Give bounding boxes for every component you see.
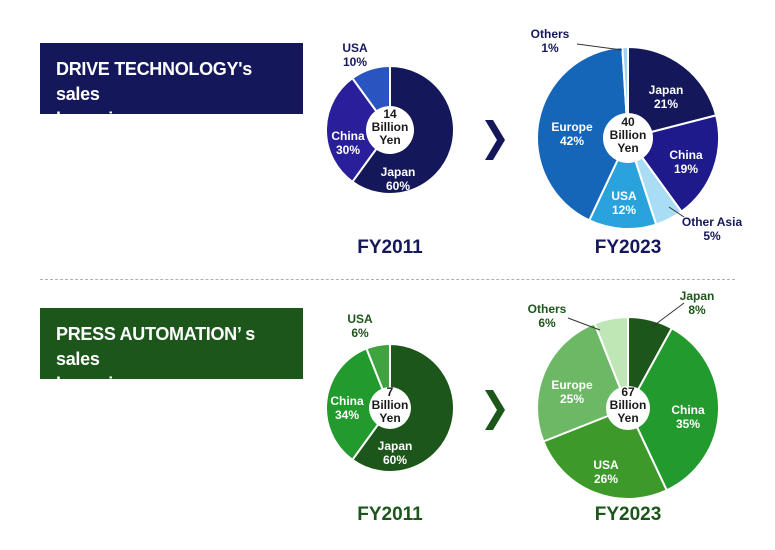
chart-press-fy2023-leader-japan <box>651 302 685 328</box>
chart-press-fy2023-value-usa: 26% <box>594 472 618 486</box>
chart-drive-fy2023-value-europe: 42% <box>560 134 584 148</box>
chart-press-fy2023-slice-china <box>626 326 720 492</box>
chevron-right-icon-drive <box>485 120 505 160</box>
chart-drive-fy2023-total-line1: 40 <box>621 115 635 129</box>
chart-drive-fy2023-value-others: 1% <box>541 41 559 55</box>
chart-press-fy2011-total-line3: Yen <box>379 411 400 425</box>
chart-press-fy2023-slice-usa <box>542 406 669 500</box>
chart-drive-fy2011-label-japan: Japan <box>381 165 416 179</box>
chart-press-fy2011-label-usa: USA <box>347 312 373 326</box>
chart-press-fy2023-total-line3: Yen <box>617 411 638 425</box>
chart-drive-fy2023-value-china: 19% <box>674 162 698 176</box>
chart-drive-fy2011-slice-china <box>325 76 392 184</box>
chart-press-fy2023-value-europe: 25% <box>560 392 584 406</box>
chevron-right-icon-press <box>485 390 505 430</box>
chart-drive-fy2023-leader-others <box>576 43 623 51</box>
chart-press-fy2023-slice-others <box>593 315 629 409</box>
chart-press-fy2011-total-line1: 7 <box>387 385 394 399</box>
chart-drive-fy2023-center-hole <box>603 113 653 163</box>
chart-drive-fy2023-slice-usa <box>587 135 658 230</box>
drive-title-line1: DRIVE TECHNOLOGY's sales <box>56 59 252 104</box>
chart-drive-fy2023-label-others: Others <box>531 27 570 41</box>
chart-press-fy2023-value-japan: 8% <box>688 303 706 317</box>
chart-drive-fy2023-label-other-asia: Other Asia <box>682 215 743 229</box>
chart-drive-fy2023-slice-japan <box>627 45 718 140</box>
chart-drive-fy2011-label-usa: USA <box>342 41 368 55</box>
drive-technology-title: DRIVE TECHNOLOGY's sales by region <box>40 43 303 129</box>
chart-drive-fy2023-label-china: China <box>669 148 703 162</box>
chart-press-fy2023-center-hole <box>606 386 650 430</box>
chart-drive-fy2011-value-japan: 60% <box>386 179 410 193</box>
chart-press-fy2023-total-line1: 67 <box>621 385 635 399</box>
chart-press-fy2023-value-others: 6% <box>538 316 556 330</box>
chart-press-fy2023-label-europe: Europe <box>551 378 593 392</box>
chart-drive-fy2011-total-line3: Yen <box>379 133 400 147</box>
chart-press-fy2023-label-others: Others <box>528 302 567 316</box>
chart-press-fy2023-year-label: FY2023 <box>595 504 662 525</box>
chart-drive-fy2011-year-label: FY2011 <box>357 237 423 258</box>
chart-drive-fy2023-value-japan: 21% <box>654 97 678 111</box>
chart-press-fy2011-slice-china <box>325 347 392 462</box>
chart-press-fy2011-value-usa: 6% <box>351 326 369 340</box>
chart-press-fy2023-total-line2: Billion <box>610 398 647 412</box>
chart-press-fy2011-label-china: China <box>330 394 364 408</box>
chart-press-fy2011-value-japan: 60% <box>383 453 407 467</box>
chart-press-fy2023-label-china: China <box>671 403 705 417</box>
chart-press-fy2011-value-china: 34% <box>335 408 359 422</box>
chart-drive-fy2023-label-usa: USA <box>611 189 637 203</box>
chart-drive-fy2023-label-europe: Europe <box>551 120 593 134</box>
chart-press-fy2023-label-japan: Japan <box>680 289 715 303</box>
chart-drive-fy2023-total-line2: Billion <box>610 128 647 142</box>
chart-drive-fy2011-value-china: 30% <box>336 143 360 157</box>
chart-press-fy2023-value-china: 35% <box>676 417 700 431</box>
chart-press-fy2023-leader-others <box>567 317 601 331</box>
chart-drive-fy2023-value-other-asia: 5% <box>703 229 721 243</box>
press-title-line1: PRESS AUTOMATION’ s sales <box>56 324 255 369</box>
chart-press-fy2011-center-hole <box>369 387 411 429</box>
chart-drive-fy2023-slice-europe <box>536 46 630 222</box>
chart-drive-fy2023-total-line3: Yen <box>617 141 638 155</box>
chart-press-fy2011-label-japan: Japan <box>378 439 413 453</box>
chart-press-fy2011-total-line2: Billion <box>372 398 409 412</box>
chart-drive-fy2011-value-usa: 10% <box>343 55 367 69</box>
section-divider <box>40 279 735 280</box>
chart-drive-fy2023-value-usa: 12% <box>612 203 636 217</box>
chart-drive-fy2011-total-line1: 14 <box>383 107 397 121</box>
drive-title-line2: by region <box>56 109 135 129</box>
chart-drive-fy2011-label-china: China <box>331 129 365 143</box>
chart-press-fy2011-year-label: FY2011 <box>357 504 423 525</box>
press-automation-title: PRESS AUTOMATION’ s sales by region <box>40 308 303 394</box>
chart-drive-fy2023-leader-other-asia <box>668 206 685 218</box>
press-title-line2: by region <box>56 374 135 394</box>
chart-press-fy2023-label-usa: USA <box>593 458 619 472</box>
chart-drive-fy2011-total-line2: Billion <box>372 120 409 134</box>
chart-drive-fy2023-year-label: FY2023 <box>595 237 662 258</box>
chart-drive-fy2023-label-japan: Japan <box>649 83 684 97</box>
chart-drive-fy2011-center-hole <box>366 106 414 154</box>
